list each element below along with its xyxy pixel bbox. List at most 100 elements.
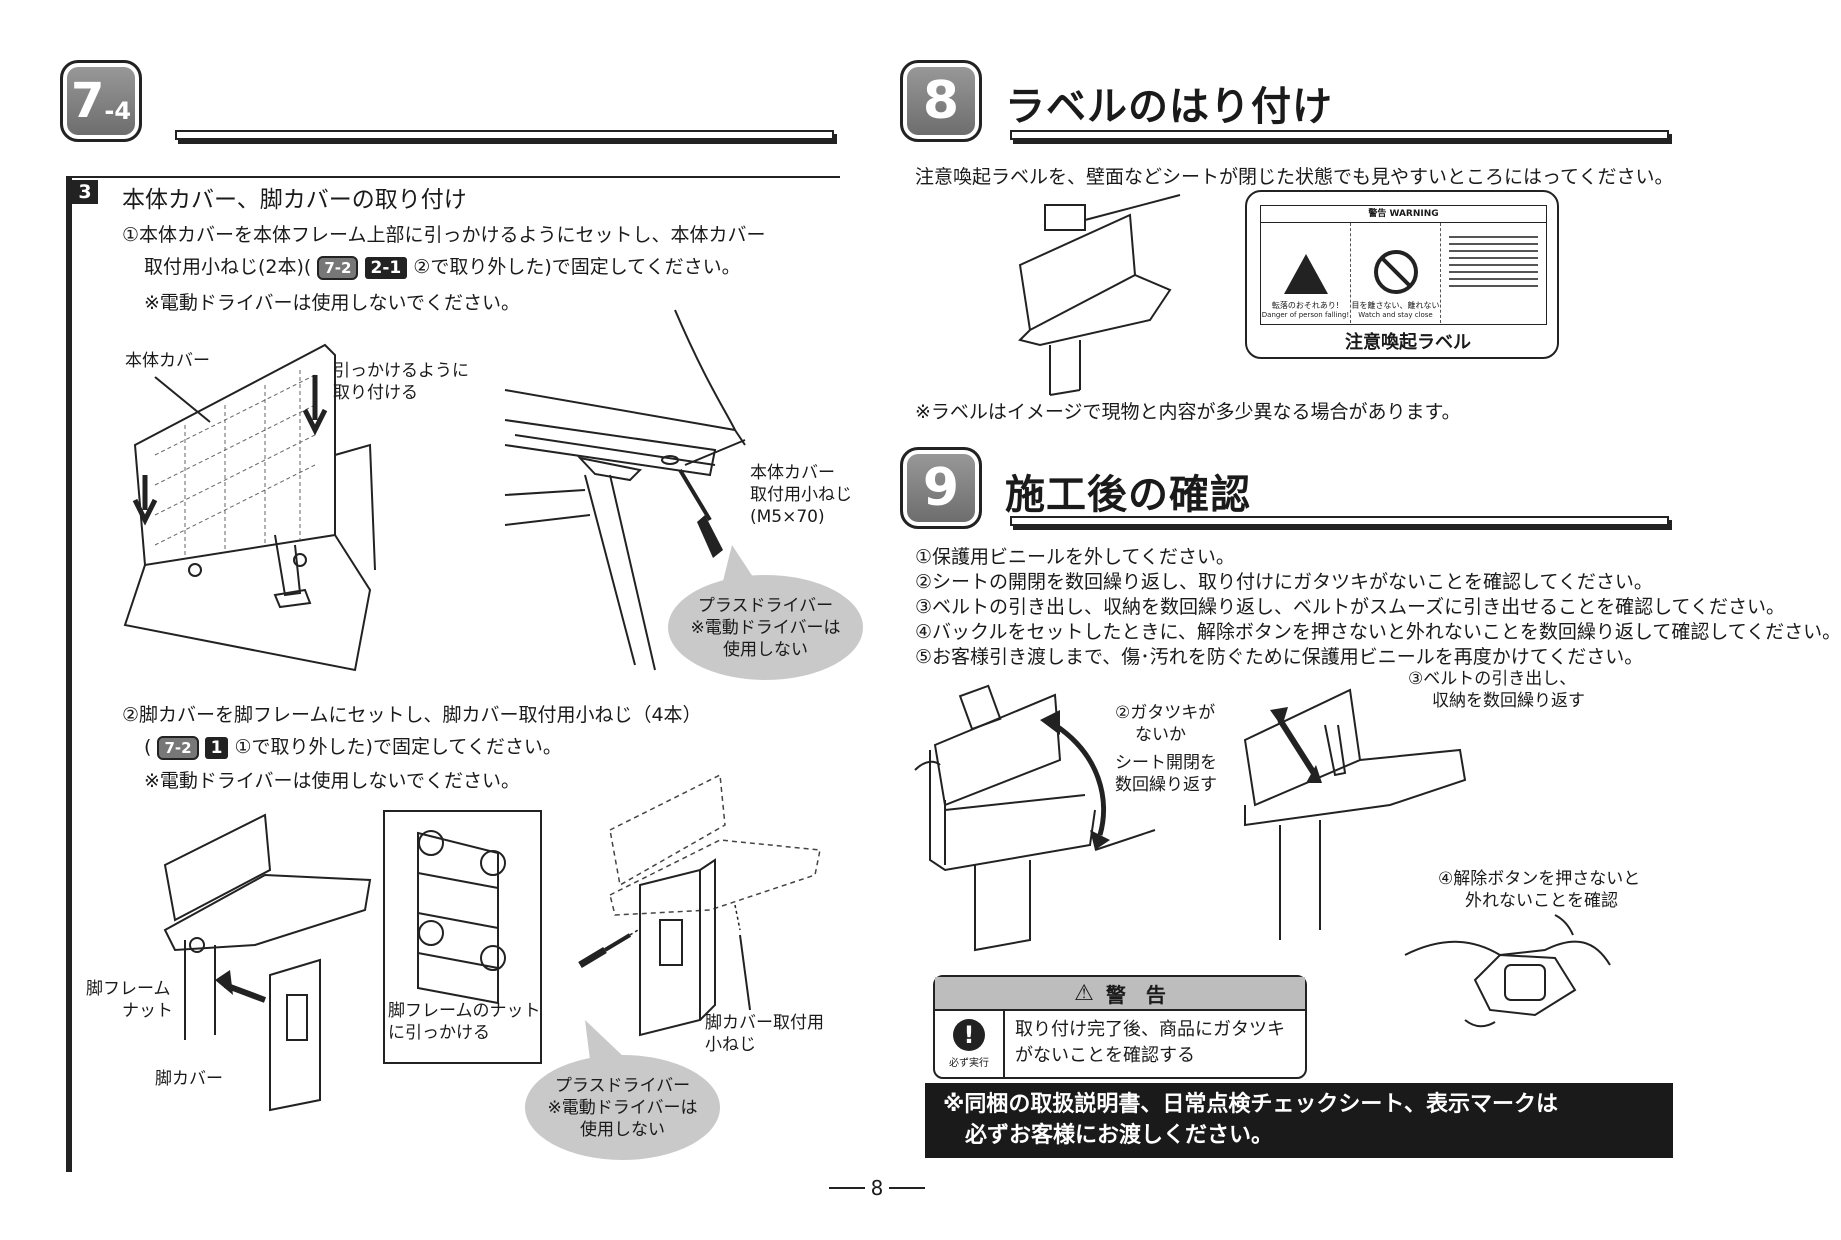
section-title: 本体カバー、脚カバーの取り付け bbox=[122, 187, 467, 213]
fig3-label-nut: ナット bbox=[122, 1001, 173, 1021]
header-rule-9 bbox=[1010, 516, 1669, 526]
para2-note: ※電動ドライバーは使用しないでください。 bbox=[144, 770, 520, 792]
warning-header: ⚠ 警 告 bbox=[935, 977, 1305, 1011]
bubble1-line3: 使用しない bbox=[723, 639, 808, 660]
bubble1-line1: プラスドライバー bbox=[697, 595, 834, 616]
para1-line2: 取付用小ねじ(2本)( 7-2 2-1 ②で取り外した)で固定してください。 bbox=[144, 252, 741, 280]
fig1-label-cover: 本体カバー bbox=[125, 351, 210, 371]
fig1-label-hook-1: 引っかけるように bbox=[333, 361, 469, 381]
ref-chip-1: 1 bbox=[204, 736, 229, 759]
ref-chip-2-1: 2-1 bbox=[364, 256, 408, 279]
section8-note: ※ラベルはイメージで現物と内容が多少異なる場合があります。 bbox=[915, 401, 1461, 423]
callout-2-b: ないか bbox=[1135, 725, 1186, 745]
para1-line2-a: 取付用小ねじ(2本)( bbox=[144, 256, 312, 278]
final-notice-line1: ※同梱の取扱説明書、日常点検チェックシート、表示マークは bbox=[943, 1092, 1558, 1117]
warning-title: 警 告 bbox=[1105, 982, 1166, 1007]
fig3-label-legcover: 脚カバー bbox=[155, 1069, 223, 1089]
fig3-label-hook-2: に引っかける bbox=[388, 1023, 490, 1043]
badge9-number: 9 bbox=[922, 458, 960, 518]
falling-warning-icon bbox=[1283, 254, 1328, 294]
step-badge-7-4: 7-4 bbox=[60, 60, 142, 142]
bubble1-tail bbox=[722, 545, 757, 585]
label-left-en: Danger of person falling! bbox=[1261, 311, 1350, 319]
section9-title: 施工後の確認 bbox=[1005, 472, 1251, 518]
fig3-label-frame: 脚フレーム bbox=[86, 979, 171, 999]
prohibition-icon bbox=[1373, 250, 1418, 294]
para2-line1: ②脚カバーを脚フレームにセットし、脚カバー取付用小ねじ（4本） bbox=[122, 704, 702, 726]
section-step-badge: 3 bbox=[72, 180, 98, 204]
label-mid-jp: 目を離さない、離れない bbox=[1351, 301, 1440, 310]
bubble2-tail bbox=[585, 1020, 625, 1060]
final-notice-line2: 必ずお客様にお渡しください。 bbox=[965, 1123, 1274, 1148]
check-item-5: ⑤お客様引き渡しまで、傷･汚れを防ぐために保護用ビニールを再度かけてください。 bbox=[915, 646, 1644, 668]
callout-2-d: 数回繰り返す bbox=[1115, 775, 1217, 795]
warning-triangle-icon: ⚠ bbox=[1074, 980, 1094, 1006]
badge8-number: 8 bbox=[922, 71, 960, 131]
figure-open-close-check bbox=[914, 684, 1156, 952]
warning-line2: がないことを確認する bbox=[1015, 1045, 1195, 1066]
badge-main: 7 bbox=[70, 73, 105, 129]
section8-text: 注意喚起ラベルを、壁面などシートが閉じた状態でも見やすいところにはってください。 bbox=[915, 166, 1674, 188]
ref-chip-7-2b: 7-2 bbox=[157, 735, 199, 760]
fig1-leader-cover bbox=[154, 376, 211, 423]
para2-line2: ( 7-2 1 ①で取り外した)で固定してください。 bbox=[144, 732, 562, 760]
check-item-4: ④バックルをセットしたときに、解除ボタンを押さないと外れないことを数回繰り返して… bbox=[915, 621, 1841, 643]
header-rule-8 bbox=[1010, 130, 1669, 140]
callout-2-a: ②ガタツキが bbox=[1115, 703, 1216, 723]
callout-3-a: ③ベルトの引き出し、 bbox=[1408, 669, 1577, 689]
page-number: 8 bbox=[820, 1176, 934, 1200]
bubble2-line1: プラスドライバー bbox=[554, 1075, 691, 1096]
ref-chip-7-2: 7-2 bbox=[317, 255, 359, 280]
figure-buckle-check bbox=[1404, 914, 1611, 1028]
callout-bubble-driver-1: プラスドライバー ※電動ドライバーは 使用しない bbox=[668, 575, 863, 680]
warning-line1: 取り付け完了後、商品にガタツキ bbox=[1015, 1019, 1285, 1040]
label-left-jp: 転落のおそれあり! bbox=[1271, 301, 1340, 310]
section-title-rule bbox=[72, 176, 840, 178]
section-left-bar bbox=[66, 176, 72, 1172]
fig2-label-1: 本体カバー bbox=[750, 463, 835, 483]
fig1-label-hook-2: 取り付ける bbox=[333, 383, 418, 403]
fig2-label-2: 取付用小ねじ bbox=[750, 485, 852, 505]
check-item-3: ③ベルトの引き出し、収納を数回繰り返し、ベルトがスムーズに引き出せることを確認し… bbox=[915, 596, 1785, 618]
label-image: 警告 WARNING 転落のおそれあり! Danger of person fa… bbox=[1260, 205, 1547, 325]
para1-line2-b: ②で取り外した)で固定してください。 bbox=[413, 256, 741, 278]
header-rule-left bbox=[175, 130, 834, 140]
callout-4-b: 外れないことを確認 bbox=[1465, 891, 1618, 911]
page-number-value: 8 bbox=[870, 1176, 884, 1200]
para2-line2-b: ①で取り外した)で固定してください。 bbox=[234, 736, 562, 758]
figure-belt-check bbox=[1243, 688, 1467, 940]
figure-cover-hook bbox=[123, 343, 376, 672]
para1-line1: ①本体カバーを本体フレーム上部に引っかけるようにセットし、本体カバー bbox=[122, 224, 766, 246]
fig3-label-hook-1: 脚フレームのナット bbox=[388, 1001, 541, 1021]
label-caption: 注意喚起ラベル bbox=[1345, 332, 1471, 353]
step-badge-8: 8 bbox=[900, 60, 982, 142]
label-header: 警告 WARNING bbox=[1261, 206, 1546, 223]
callout-3-b: 収納を数回繰り返す bbox=[1432, 691, 1585, 711]
fig4-label-screw-2: 小ねじ bbox=[705, 1035, 756, 1055]
para2-line2-a: ( bbox=[144, 736, 152, 758]
bubble2-line3: 使用しない bbox=[580, 1119, 665, 1140]
bubble1-line2: ※電動ドライバーは bbox=[690, 617, 841, 638]
para1-note: ※電動ドライバーは使用しないでください。 bbox=[144, 292, 520, 314]
callout-bubble-driver-2: プラスドライバー ※電動ドライバーは 使用しない bbox=[525, 1055, 720, 1160]
final-notice: ※同梱の取扱説明書、日常点検チェックシート、表示マークは 必ずお客様にお渡しくだ… bbox=[925, 1083, 1673, 1158]
fig3-inset-drawing bbox=[417, 830, 506, 1005]
figure-screw-detail bbox=[504, 309, 746, 671]
fig4-label-screw-1: 脚カバー取付用 bbox=[705, 1013, 824, 1033]
step-badge-9: 9 bbox=[900, 447, 982, 529]
callout-2-c: シート開閉を bbox=[1115, 753, 1217, 773]
fig2-label-3: (M5×70) bbox=[750, 507, 825, 527]
check-item-1: ①保護用ビニールを外してください。 bbox=[915, 546, 1235, 568]
figure-leg-cover bbox=[163, 813, 372, 1112]
mandatory-action-label: 必ず実行 bbox=[949, 1058, 989, 1069]
bubble2-line2: ※電動ドライバーは bbox=[547, 1097, 698, 1118]
section8-title: ラベルのはり付け bbox=[1005, 84, 1333, 130]
label-mid-en: Watch and stay close bbox=[1358, 311, 1433, 319]
mandatory-action-icon: ! bbox=[953, 1019, 985, 1051]
warning-box: ⚠ 警 告 ! 必ず実行 取り付け完了後、商品にガタツキ がないことを確認する bbox=[933, 975, 1307, 1079]
fig3-inset-frame bbox=[383, 810, 542, 1064]
check-item-2: ②シートの開閉を数回繰り返し、取り付けにガタツキがないことを確認してください。 bbox=[915, 571, 1653, 593]
badge-sub: -4 bbox=[104, 97, 132, 125]
figure-leg-cover-screw bbox=[578, 773, 821, 1037]
figure-label-placement bbox=[1018, 194, 1181, 396]
